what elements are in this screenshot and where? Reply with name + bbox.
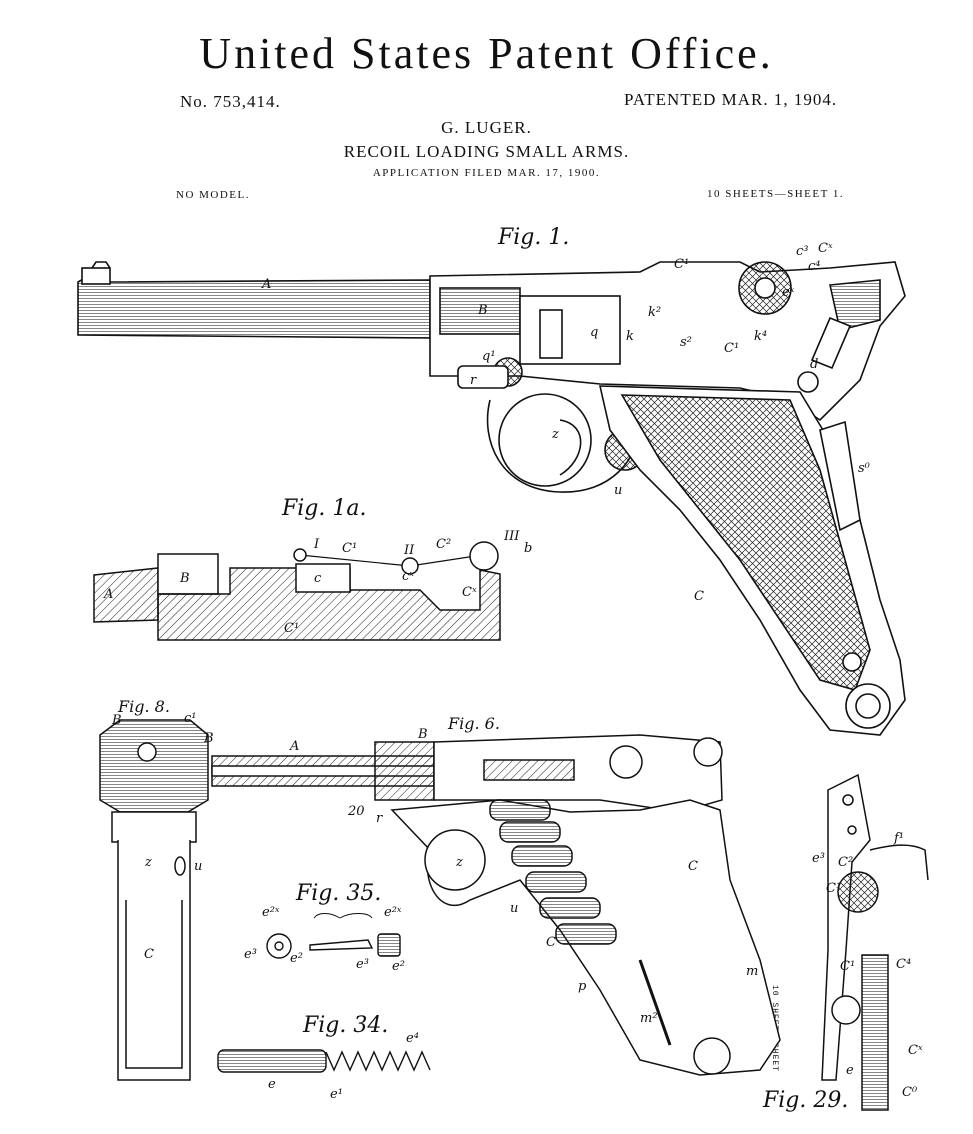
svg-text:p: p <box>578 979 587 994</box>
svg-text:C¹: C¹ <box>674 257 689 272</box>
svg-text:k²: k² <box>648 305 661 320</box>
svg-text:A: A <box>289 739 299 754</box>
svg-text:m: m <box>746 964 758 979</box>
fig-29-caption: Fig. 29. <box>763 1088 849 1113</box>
inventor-name: G. LUGER. <box>441 118 532 137</box>
svg-text:e³: e³ <box>244 947 257 962</box>
svg-text:Cˣ: Cˣ <box>462 585 477 600</box>
svg-text:I: I <box>313 537 320 552</box>
fig-35-labels: e²ˣ e²ˣ e³ e² e³ e² <box>244 905 405 974</box>
svg-text:C⁰: C⁰ <box>902 1085 918 1100</box>
fig-1-pistol <box>77 261 906 736</box>
svg-text:Cˣ: Cˣ <box>908 1043 923 1058</box>
fig-8-labels: B c¹ B z u C <box>111 711 214 962</box>
svg-text:C: C <box>546 935 556 950</box>
svg-text:A: A <box>103 587 113 602</box>
svg-text:B: B <box>203 731 214 746</box>
svg-text:20: 20 <box>347 804 365 819</box>
fig-35-caption: Fig. 35. <box>296 881 382 906</box>
svg-text:s⁰: s⁰ <box>858 461 871 476</box>
svg-text:q¹: q¹ <box>482 349 496 364</box>
fig-34-parts <box>217 1049 431 1073</box>
svg-text:C¹: C¹ <box>342 541 357 556</box>
svg-text:c³: c³ <box>796 244 809 259</box>
svg-text:B: B <box>477 303 488 318</box>
svg-text:C: C <box>144 947 154 962</box>
svg-text:II: II <box>403 543 415 558</box>
svg-text:e²ˣ: e²ˣ <box>384 905 402 920</box>
fig-1a-caption: Fig. 1a. <box>282 496 367 521</box>
svg-text:u: u <box>614 483 622 498</box>
svg-text:r: r <box>376 811 383 826</box>
svg-text:r: r <box>470 373 477 388</box>
fig-1-labels: A B C¹ c³ Cˣ c⁴ eˣ k² k s² C¹ k⁴ q q¹ r … <box>261 241 871 604</box>
fig-8-rear-view <box>99 719 209 1081</box>
svg-text:f¹: f¹ <box>893 831 904 846</box>
fig-34-caption: Fig. 34. <box>303 1013 389 1038</box>
fig-8-caption: Fig. 8. <box>118 697 170 716</box>
svg-text:e²: e² <box>290 951 303 966</box>
svg-text:C: C <box>694 589 704 604</box>
fig-1a-schematic <box>93 541 501 641</box>
svg-text:e: e <box>846 1063 854 1078</box>
svg-text:eˣ: eˣ <box>782 285 795 300</box>
fig-6-section <box>211 734 781 1076</box>
svg-text:C²: C² <box>436 537 451 552</box>
svg-text:e³: e³ <box>356 957 369 972</box>
application-date: APPLICATION FILED MAR. 17, 1900. <box>372 167 601 179</box>
svg-text:z: z <box>455 855 463 870</box>
svg-text:B: B <box>111 713 122 728</box>
svg-text:C²: C² <box>838 855 853 870</box>
fig-6-labels: A B 20 r z u C m m² p C <box>289 727 758 1026</box>
svg-text:Cˣ: Cˣ <box>818 241 833 256</box>
svg-text:m²: m² <box>640 1011 658 1026</box>
svg-text:s²: s² <box>680 335 692 350</box>
svg-text:c⁴: c⁴ <box>808 259 821 274</box>
svg-text:A: A <box>261 277 271 292</box>
svg-text:d: d <box>810 357 818 372</box>
svg-text:cˣ: cˣ <box>402 569 414 584</box>
svg-text:e⁴: e⁴ <box>406 1031 419 1046</box>
patent-number: No. 753,414. <box>180 92 281 111</box>
fig-35-parts <box>266 913 401 959</box>
svg-text:k: k <box>626 329 634 344</box>
svg-text:C: C <box>688 859 698 874</box>
svg-text:e³: e³ <box>812 851 825 866</box>
svg-text:q: q <box>590 325 598 340</box>
svg-text:C¹: C¹ <box>826 881 841 896</box>
svg-text:e²: e² <box>392 959 405 974</box>
svg-text:C⁴: C⁴ <box>896 957 911 972</box>
svg-text:e: e <box>268 1077 276 1092</box>
fig-1-caption: Fig. 1. <box>498 225 570 250</box>
invention-title: RECOIL LOADING SMALL ARMS. <box>343 142 630 161</box>
svg-text:z: z <box>551 427 559 442</box>
sheet-note: 10 SHEETS—SHEET 1. <box>707 188 845 200</box>
svg-text:B: B <box>179 571 190 586</box>
patented-date: PATENTED MAR. 1, 1904. <box>624 90 838 109</box>
svg-text:e²ˣ: e²ˣ <box>262 905 280 920</box>
fig-1a-labels: A B c C¹ I C¹ II cˣ C² III b Cˣ <box>103 529 532 636</box>
svg-text:c¹: c¹ <box>184 711 197 726</box>
fig-29-detail <box>821 773 929 1111</box>
svg-text:u: u <box>194 859 202 874</box>
svg-text:C¹: C¹ <box>284 621 299 636</box>
svg-text:z: z <box>144 855 152 870</box>
svg-text:C¹: C¹ <box>724 341 739 356</box>
svg-text:B: B <box>417 727 428 742</box>
svg-text:k⁴: k⁴ <box>754 329 767 344</box>
svg-text:III: III <box>503 529 520 544</box>
fig-29-labels: e³ C² f¹ C¹ C¹ C⁴ C⁰ Cˣ e <box>812 831 923 1100</box>
svg-text:c: c <box>314 571 322 586</box>
model-note: NO MODEL. <box>176 189 250 201</box>
svg-text:C¹: C¹ <box>840 959 855 974</box>
office-title: United States Patent Office. <box>199 29 774 78</box>
svg-text:b: b <box>524 541 532 556</box>
svg-text:u: u <box>510 901 518 916</box>
fig-6-caption: Fig. 6. <box>448 714 500 733</box>
svg-text:e¹: e¹ <box>330 1087 343 1102</box>
fig-34-labels: e⁴ e e¹ <box>268 1031 419 1102</box>
